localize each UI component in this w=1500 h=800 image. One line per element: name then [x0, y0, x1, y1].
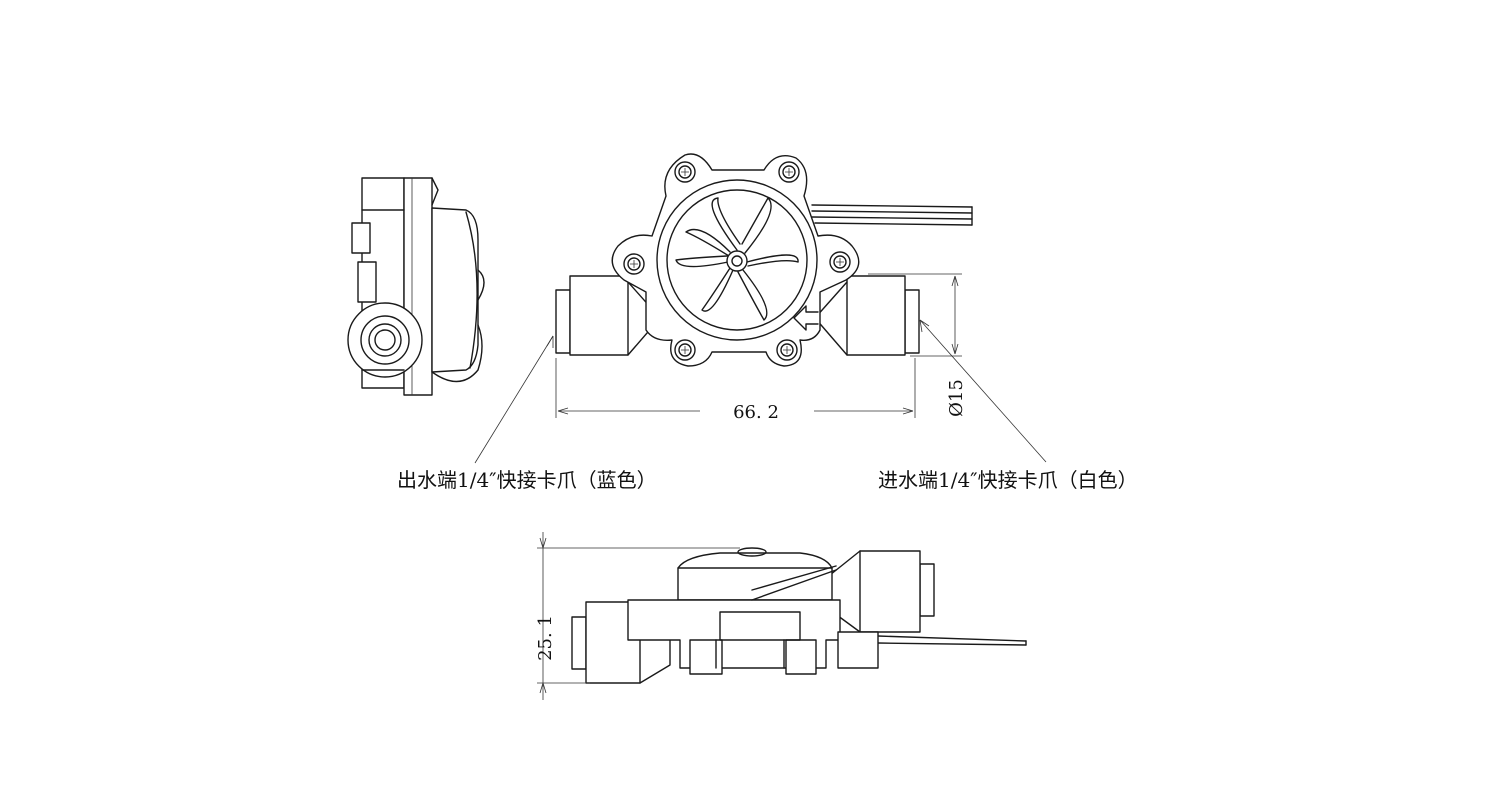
impeller — [675, 197, 799, 321]
top-view — [571, 547, 1027, 684]
height-value: 25. 1 — [535, 615, 556, 661]
length-value: 66. 2 — [733, 402, 779, 423]
height-dimension: 25. 1 — [535, 532, 740, 700]
sensor-wires — [811, 204, 973, 226]
leader-lines — [474, 319, 1047, 464]
diameter-dimension: Ø15 — [868, 273, 967, 417]
diameter-value: Ø15 — [946, 379, 967, 417]
outlet-label: 出水端1/4″快接卡爪（蓝色） — [397, 468, 657, 492]
length-dimension: 66. 2 — [555, 358, 916, 423]
side-view — [347, 177, 485, 396]
front-view — [555, 153, 973, 367]
flange-screws — [623, 161, 851, 361]
inlet-label: 进水端1/4″快接卡爪（白色） — [878, 468, 1138, 492]
inlet-fitting — [814, 275, 920, 356]
